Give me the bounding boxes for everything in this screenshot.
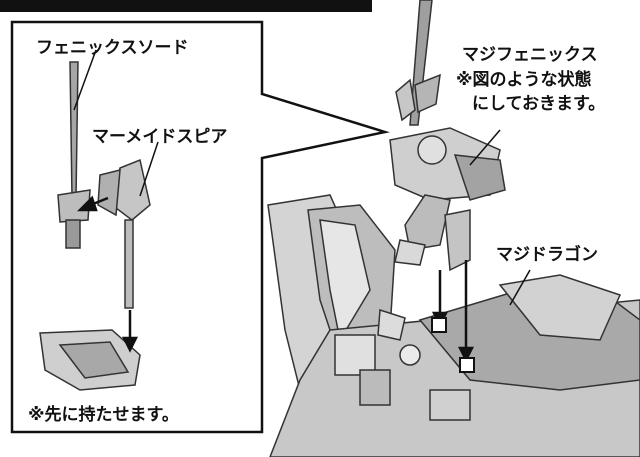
state-note-line1: ※図のような状態 xyxy=(456,70,592,90)
spear-leader-line xyxy=(139,141,159,197)
header-bar xyxy=(0,0,372,12)
dragon-leader-line xyxy=(509,269,531,306)
hand-part xyxy=(39,329,141,391)
phoenix-sword-part xyxy=(57,61,91,249)
state-note-line2: にしておきます。 xyxy=(472,94,606,114)
callout-panel xyxy=(10,20,390,434)
magi-dragon-label: マジドラゴン xyxy=(496,245,598,265)
peg-left xyxy=(431,317,447,333)
sword-leader-line xyxy=(73,49,97,111)
phoenix-sword-label: フェニックスソード xyxy=(36,38,189,58)
magi-dragon-figure xyxy=(267,194,640,457)
mermaid-spear-label: マーメイドスピア xyxy=(92,127,228,147)
peg-right xyxy=(459,357,475,373)
magi-phoenix-figure xyxy=(389,0,506,272)
phoenix-leader-line xyxy=(469,129,501,166)
mermaid-spear-part xyxy=(97,158,151,309)
hold-first-note: ※先に持たせます。 xyxy=(28,405,179,425)
magi-phoenix-label: マジフェニックス xyxy=(462,45,598,65)
